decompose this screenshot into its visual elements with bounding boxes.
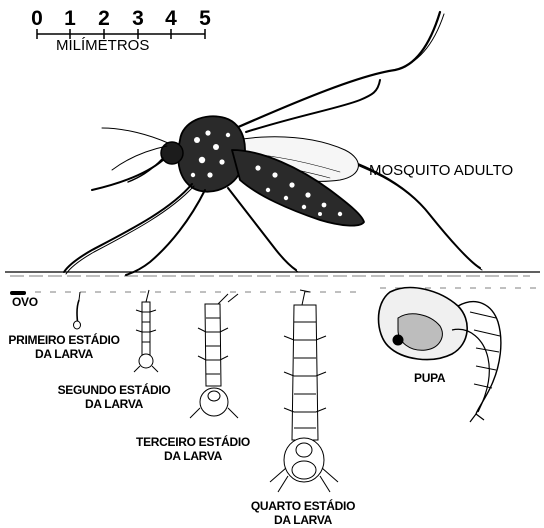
label-pupa: PUPA: [414, 372, 445, 384]
label-larva-stage-1-line1: PRIMEIRO ESTÁDIO: [4, 334, 124, 346]
label-egg: OVO: [12, 296, 38, 308]
scale-tick-1: 1: [60, 8, 80, 29]
larva-stage-4-illustration: [270, 290, 338, 492]
larva-stage-2-illustration: [134, 290, 158, 372]
water-surface-line: [5, 272, 540, 292]
label-larva-stage-3: TERCEIRO ESTÁDIO DA LARVA: [130, 436, 256, 462]
scale-tick-2: 2: [94, 8, 114, 29]
larva-stage-1-illustration: [74, 292, 81, 329]
label-adult-mosquito: MOSQUITO ADULTO: [369, 163, 513, 178]
label-larva-stage-3-line2: DA LARVA: [130, 450, 256, 462]
scale-tick-4: 4: [161, 8, 181, 29]
label-larva-stage-4: QUARTO ESTÁDIO DA LARVA: [244, 500, 362, 526]
scale-tick-3: 3: [128, 8, 148, 29]
label-larva-stage-3-line1: TERCEIRO ESTÁDIO: [130, 436, 256, 448]
label-larva-stage-1: PRIMEIRO ESTÁDIO DA LARVA: [4, 334, 124, 360]
label-larva-stage-4-line2: DA LARVA: [244, 514, 362, 526]
label-larva-stage-2-line1: SEGUNDO ESTÁDIO: [54, 384, 174, 396]
label-larva-stage-2-line2: DA LARVA: [54, 398, 174, 410]
pupa-illustration: [379, 288, 501, 422]
label-larva-stage-1-line2: DA LARVA: [4, 348, 124, 360]
label-larva-stage-2: SEGUNDO ESTÁDIO DA LARVA: [54, 384, 174, 410]
label-larva-stage-4-line1: QUARTO ESTÁDIO: [244, 500, 362, 512]
scale-tick-5: 5: [195, 8, 215, 29]
scale-tick-0: 0: [27, 8, 47, 29]
larva-stage-3-illustration: [190, 294, 238, 418]
scale-unit-label: MILÍMETROS: [56, 38, 149, 53]
